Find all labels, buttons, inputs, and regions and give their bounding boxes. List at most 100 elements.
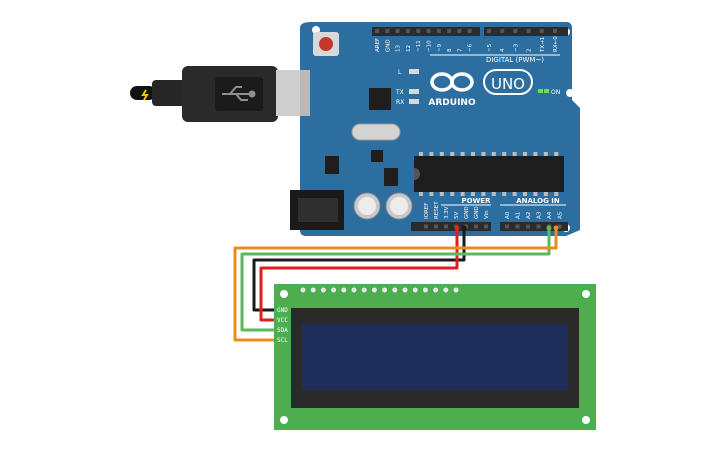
- chip-pin: [481, 152, 486, 156]
- lcd-pad: [453, 287, 459, 293]
- pin-label: ~9: [437, 43, 443, 52]
- chip-pin: [502, 152, 507, 156]
- uno-model-text: UNO: [491, 75, 525, 93]
- header-pin-hole[interactable]: [385, 29, 390, 33]
- header-pin-hole[interactable]: [405, 29, 410, 33]
- digital-header-label: DIGITAL (PWM~): [486, 56, 544, 64]
- lcd-pad: [402, 287, 408, 293]
- pin-label: ~5: [487, 43, 493, 52]
- pin-label: A3: [537, 211, 543, 219]
- capacitor-top: [390, 197, 408, 215]
- led-label-tx: TX: [395, 89, 404, 96]
- header-pin-hole[interactable]: [557, 224, 562, 229]
- pin-label: A1: [516, 212, 522, 219]
- header-pin-hole[interactable]: [526, 29, 531, 33]
- header-pin-hole[interactable]: [424, 224, 428, 229]
- lcd-pad: [422, 287, 428, 293]
- chip-pin: [439, 192, 444, 196]
- uno-badge: [483, 69, 533, 95]
- header-pin-hole[interactable]: [484, 224, 488, 229]
- header-pin-hole[interactable]: [505, 224, 509, 229]
- header-pin-hole[interactable]: [539, 29, 544, 33]
- lcd-pad: [361, 287, 367, 293]
- lcd-top-pads: [300, 287, 459, 293]
- lcd-module: GND VCC SDA SCL: [274, 284, 596, 430]
- usb-bolt-icon: [141, 89, 149, 101]
- chip-pin: [460, 192, 465, 196]
- header-pin-hole[interactable]: [426, 29, 431, 33]
- usb-jack: [300, 70, 310, 116]
- header-pin-hole[interactable]: [526, 224, 530, 229]
- lcd-pad: [371, 287, 377, 293]
- chip-pin: [554, 152, 559, 156]
- chip-pin: [450, 192, 455, 196]
- capacitor-top: [358, 197, 376, 215]
- lcd-pad: [443, 287, 449, 293]
- header-pin-hole[interactable]: [416, 29, 421, 33]
- chip-pin: [460, 152, 465, 156]
- wire-sda[interactable]: [240, 228, 551, 332]
- arduino-logo: ARDUINO UNO: [428, 69, 533, 108]
- chip-pin: [523, 152, 527, 156]
- pin-label: GND: [385, 39, 391, 52]
- header-pin-hole[interactable]: [487, 29, 491, 33]
- analog-header-label: ANALOG IN: [516, 197, 560, 205]
- digital-header-right: [484, 27, 568, 36]
- pin-label: A5: [558, 211, 564, 219]
- header-pin-hole[interactable]: [434, 224, 438, 229]
- header-pin-hole[interactable]: [375, 29, 379, 33]
- mounting-hole: [566, 89, 574, 97]
- header-pin-hole[interactable]: [467, 29, 472, 33]
- header-pin-hole[interactable]: [444, 224, 448, 229]
- arduino-logo-text: ARDUINO: [428, 98, 476, 108]
- pin-label: RESET: [434, 201, 440, 219]
- pin-label: A4: [547, 211, 553, 219]
- cable-strain-relief: [152, 80, 186, 106]
- pin-label: RX←0: [553, 36, 559, 52]
- header-pin-hole[interactable]: [395, 29, 400, 33]
- header-pin-hole[interactable]: [515, 224, 520, 229]
- chip-pin: [481, 192, 486, 196]
- mounting-hole: [582, 290, 590, 298]
- header-pin-hole[interactable]: [513, 29, 518, 33]
- lcd-pin-vcc: VCC: [277, 317, 288, 324]
- lcd-pin-gnd: GND: [277, 307, 288, 314]
- usb-icon: [222, 86, 256, 101]
- crystal-oscillator: [351, 123, 401, 141]
- wire-end: [546, 225, 552, 231]
- logo-right-loop: [450, 72, 474, 92]
- header-pin-hole[interactable]: [536, 224, 541, 229]
- on-label: ON: [551, 89, 560, 96]
- header-pin-hole[interactable]: [474, 224, 478, 229]
- pin-label: ~6: [468, 43, 474, 52]
- header-pin-hole[interactable]: [553, 29, 557, 33]
- pin-label: GND: [464, 206, 470, 219]
- lcd-pin-scl: SCL: [277, 337, 288, 344]
- lcd-pad: [412, 287, 418, 293]
- chip-pin: [512, 152, 517, 156]
- chip-pin: [471, 192, 475, 196]
- usb-cable: [130, 66, 306, 122]
- lcd-pad: [433, 287, 439, 293]
- lcd-pad: [310, 287, 316, 293]
- header-pin-hole[interactable]: [436, 29, 441, 33]
- chip-pin: [533, 152, 538, 156]
- header-pin-hole[interactable]: [500, 29, 505, 33]
- reset-button-cap[interactable]: [319, 37, 333, 51]
- wire-scl[interactable]: [233, 228, 558, 342]
- chip-pins: [419, 152, 559, 156]
- header-pin-hole[interactable]: [447, 29, 452, 33]
- pin-label: AREF: [375, 38, 381, 52]
- chip-pin: [512, 192, 517, 196]
- header-pin-hole[interactable]: [457, 29, 462, 33]
- chip-pin: [491, 192, 496, 196]
- chip-pin: [471, 152, 475, 156]
- lcd-pad: [382, 287, 388, 293]
- chip-pin: [429, 192, 434, 196]
- mounting-hole: [280, 290, 288, 298]
- wire-end: [454, 225, 460, 231]
- chip-pin: [450, 152, 455, 156]
